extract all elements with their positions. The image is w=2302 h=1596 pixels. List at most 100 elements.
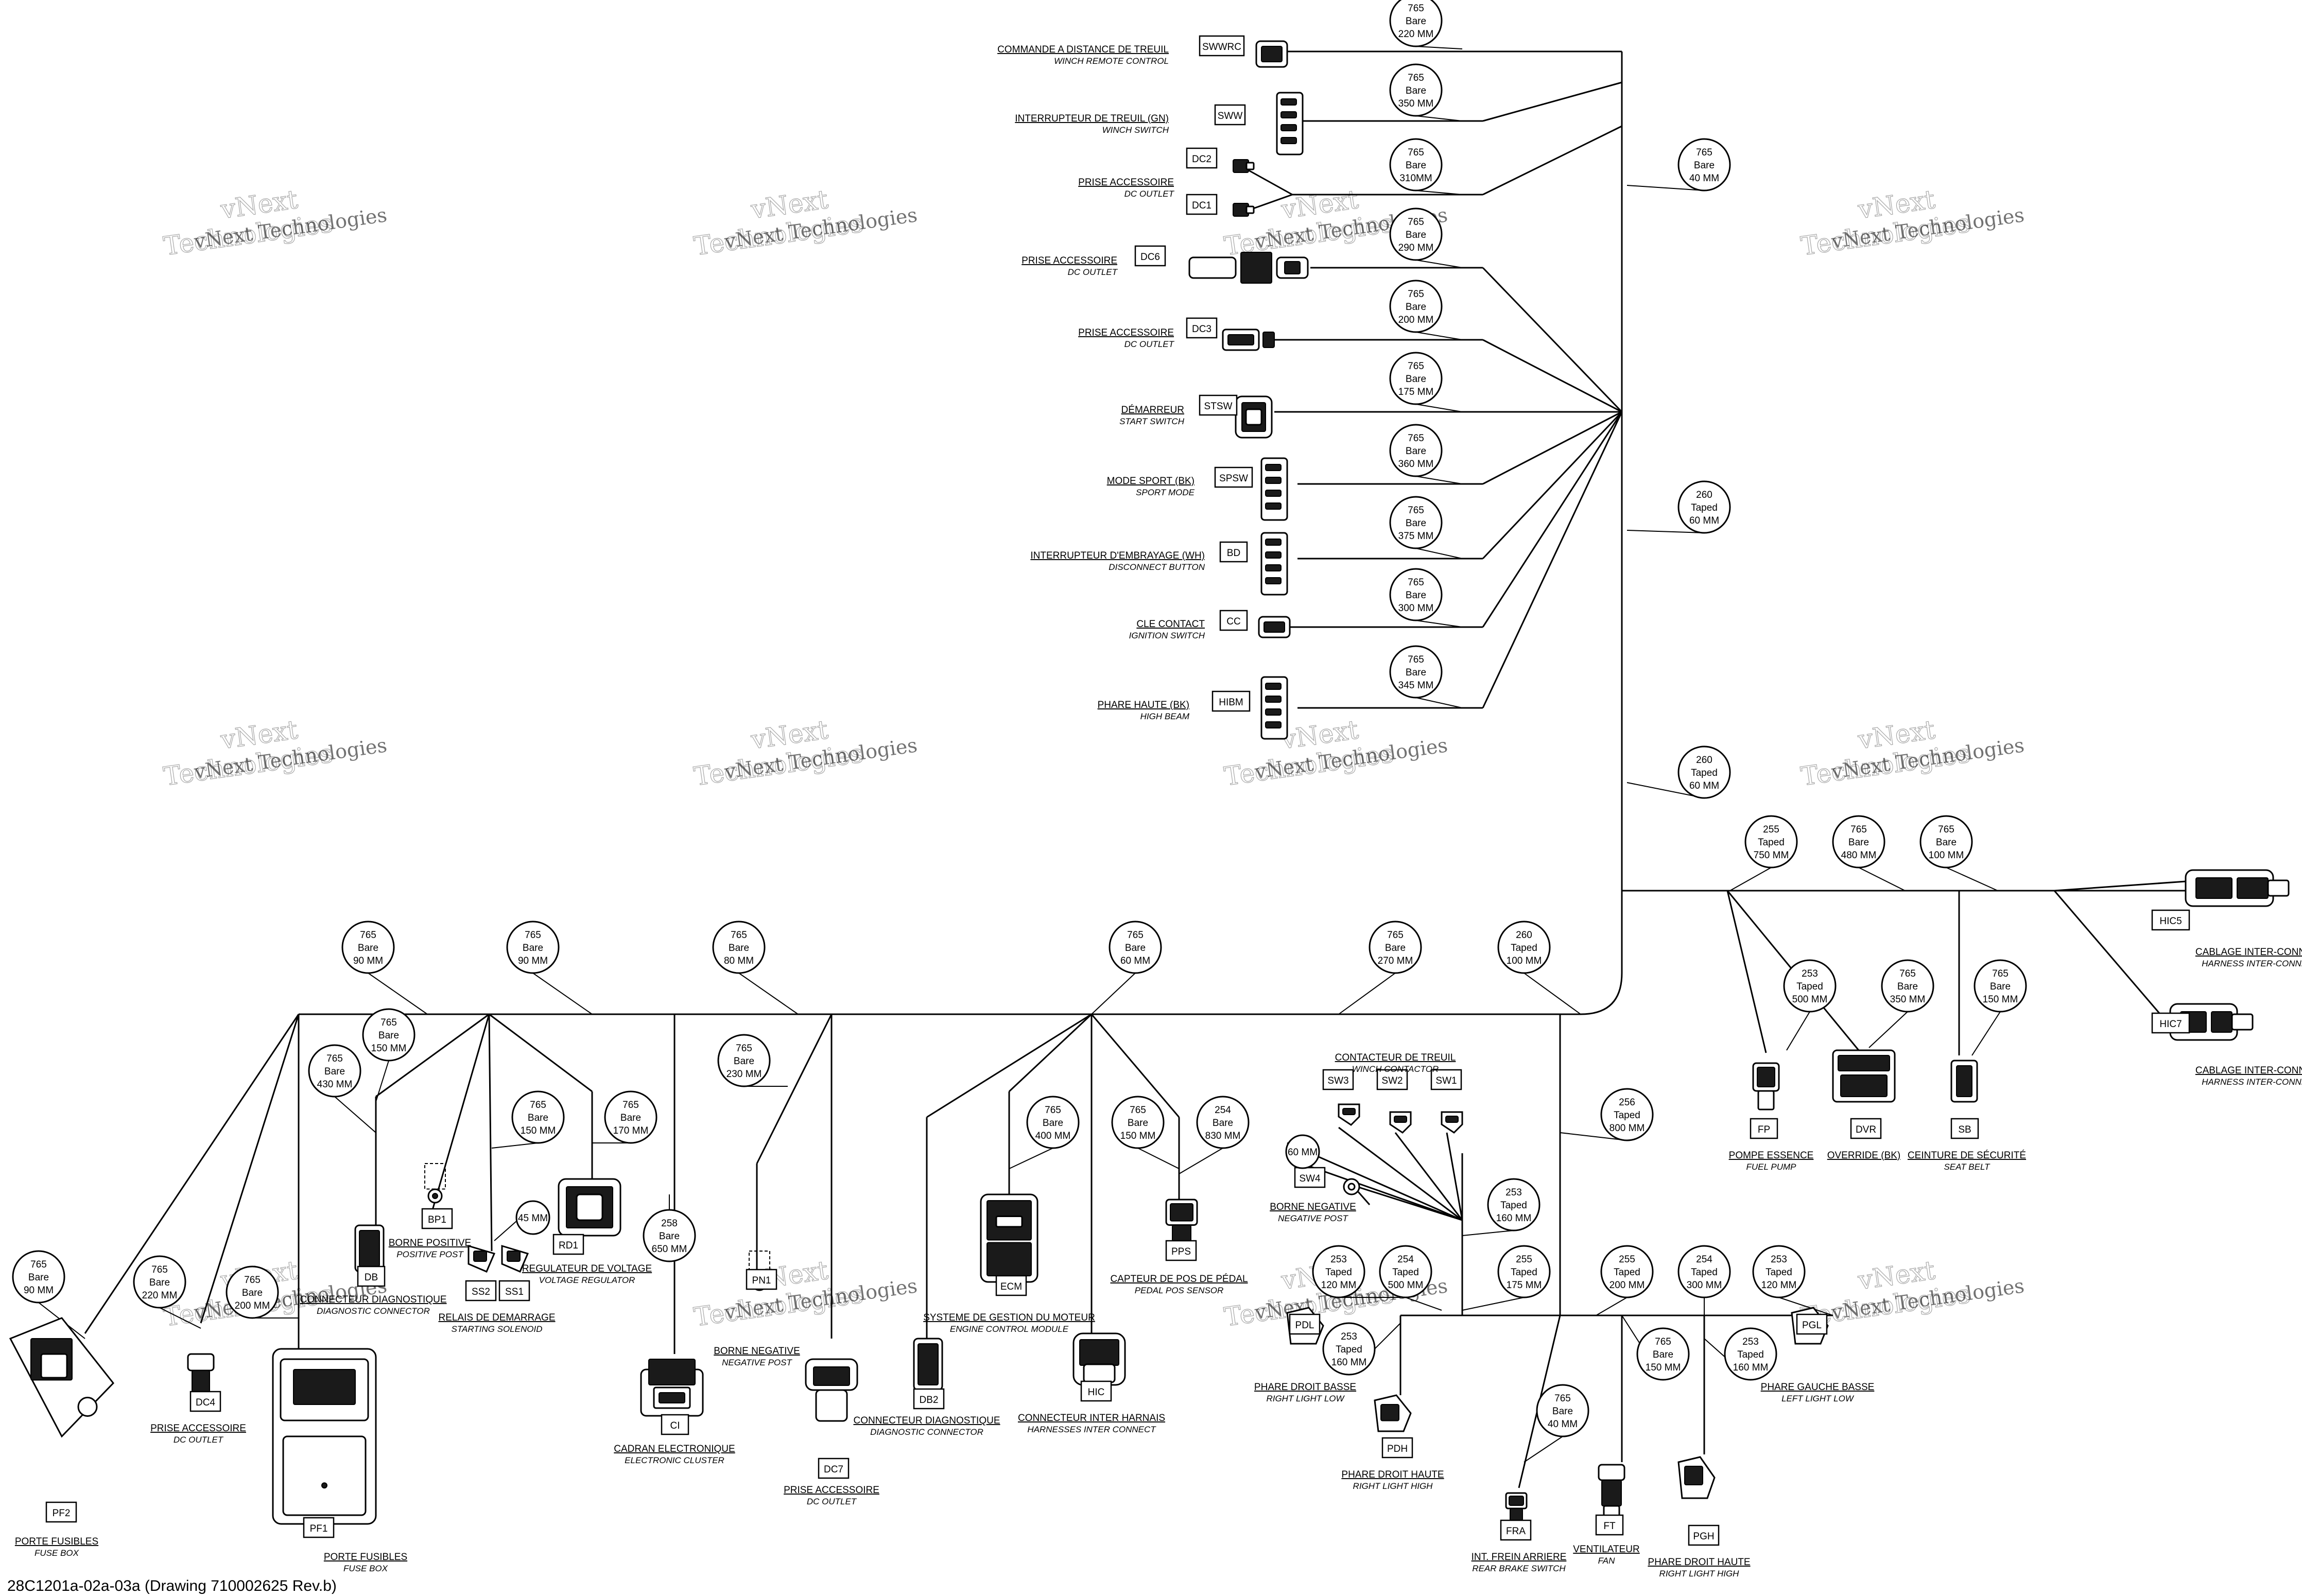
- segment-circle: [1497, 1245, 1551, 1298]
- segment-circle: [1322, 1322, 1376, 1376]
- connector-code: SW4: [1299, 1173, 1321, 1184]
- segment-circle: [1487, 1178, 1541, 1231]
- segment-length: 400 MM: [1035, 1131, 1071, 1141]
- connector-code: CI: [670, 1420, 680, 1431]
- connector-code: HIBM: [1219, 697, 1243, 708]
- segment-length: 150 MM: [521, 1125, 556, 1136]
- segment-gauge: 765: [360, 930, 376, 941]
- segment-length: 100 MM: [1507, 956, 1542, 966]
- connector-code: SS2: [472, 1287, 490, 1297]
- connector-code-box: [465, 1280, 497, 1302]
- connector-label-en: POSITIVE POST: [396, 1250, 464, 1259]
- connector-code-box: [1219, 610, 1248, 631]
- connector-code-box: [913, 1388, 945, 1410]
- connector-code-box: [498, 1280, 530, 1302]
- segment-circle: [1636, 1327, 1690, 1381]
- segment-covering: Taped: [1392, 1267, 1419, 1278]
- bottom-left-branches: [84, 1013, 1180, 1354]
- connector-label-en: PEDAL POS SENSOR: [1135, 1286, 1224, 1295]
- connector-code-box: [45, 1501, 77, 1523]
- connector-code: CC: [1226, 616, 1240, 627]
- connector-label-fr: PRISE ACCESSOIRE: [1078, 177, 1174, 188]
- connector-body-icon: [1233, 203, 1255, 217]
- segment-circle: [643, 1209, 696, 1262]
- connector-code: DC6: [1140, 252, 1160, 263]
- connector-code: DB2: [920, 1395, 939, 1406]
- segment-gauge: 253: [1742, 1337, 1759, 1347]
- connector-code: PPS: [1171, 1246, 1191, 1257]
- connector-code: SW1: [1435, 1075, 1457, 1086]
- segment-length: 200 MM: [1609, 1280, 1645, 1291]
- segment-length: 150 MM: [371, 1043, 407, 1054]
- connector-label-fr: PRISE ACCESSOIRE: [150, 1423, 246, 1434]
- connector-body-icon: [1374, 1394, 1412, 1432]
- connector-label-en: START SWITCH: [1119, 417, 1185, 426]
- connector-code: PN1: [752, 1275, 771, 1286]
- segment-length: 200 MM: [235, 1300, 270, 1311]
- segment-length: 290 MM: [1398, 242, 1434, 253]
- segment-circle: [1389, 352, 1443, 405]
- connector-code: PF2: [53, 1508, 71, 1519]
- connector-label-en: NEGATIVE POST: [722, 1358, 792, 1367]
- connector-body-icon: [1255, 40, 1288, 68]
- connector-code: SW3: [1327, 1075, 1348, 1086]
- segment-length: 100 MM: [1929, 850, 1964, 861]
- connector-label-fr: PHARE DROIT HAUTE: [1648, 1557, 1750, 1568]
- segment-covering: Taped: [1336, 1344, 1362, 1355]
- connector-body-icon: [1752, 1062, 1780, 1111]
- connector-label-fr: VENTILATEUR: [1573, 1544, 1640, 1555]
- connector-code: FT: [1603, 1521, 1616, 1532]
- connector-code-box: [1199, 394, 1238, 416]
- connector-label-fr: CONNECTEUR INTER HARNAIS: [1018, 1413, 1165, 1424]
- segment-gauge: 765: [1408, 147, 1424, 158]
- segment-covering: Bare: [28, 1272, 49, 1283]
- connector-body-icon: [1441, 1111, 1463, 1134]
- connector-sw2: SW2: [1376, 1069, 1412, 1134]
- connector-code-box: [661, 1414, 689, 1435]
- connector-code: FP: [1758, 1124, 1770, 1135]
- connector-code: DC2: [1192, 154, 1211, 165]
- segment-length: 345 MM: [1398, 680, 1434, 691]
- connector-label-en: NEGATIVE POST: [1278, 1213, 1348, 1223]
- connector-label-en: STARTING SOLENOID: [452, 1324, 543, 1334]
- connector-label-fr: PHARE GAUCHE BASSE: [1761, 1382, 1875, 1393]
- segment-circle: [1497, 921, 1551, 974]
- segment-length: 160 MM: [1733, 1362, 1769, 1373]
- segment-circle: [226, 1265, 279, 1319]
- connector-label-en: HARNESSES INTER CONNECT: [1027, 1425, 1156, 1434]
- connector-body-icon: [1072, 1332, 1126, 1386]
- segment-circle: [712, 921, 766, 974]
- segment-circle: [12, 1250, 65, 1304]
- connector-code: SS1: [505, 1287, 524, 1297]
- connector-code-box: [2151, 1012, 2190, 1034]
- segment-length: 40 MM: [1689, 173, 1719, 184]
- connector-ss2: SS2: [465, 1244, 497, 1302]
- connector-code-box: [746, 1269, 777, 1290]
- segment-gauge: 253: [1505, 1187, 1522, 1198]
- segment-covering: Bare: [1936, 837, 1957, 848]
- connector-label-en: SPORT MODE: [1136, 488, 1195, 497]
- connector-label-fr: BORNE NEGATIVE: [1270, 1202, 1356, 1212]
- connector-code: SB: [1958, 1124, 1971, 1135]
- connector-label-en: DC OUTLET: [174, 1435, 224, 1445]
- connector-code-box: [1381, 1437, 1413, 1459]
- connector-code-box: [1186, 317, 1218, 339]
- segment-gauge: 253: [1330, 1254, 1347, 1265]
- segment-length: 360 MM: [1398, 459, 1434, 470]
